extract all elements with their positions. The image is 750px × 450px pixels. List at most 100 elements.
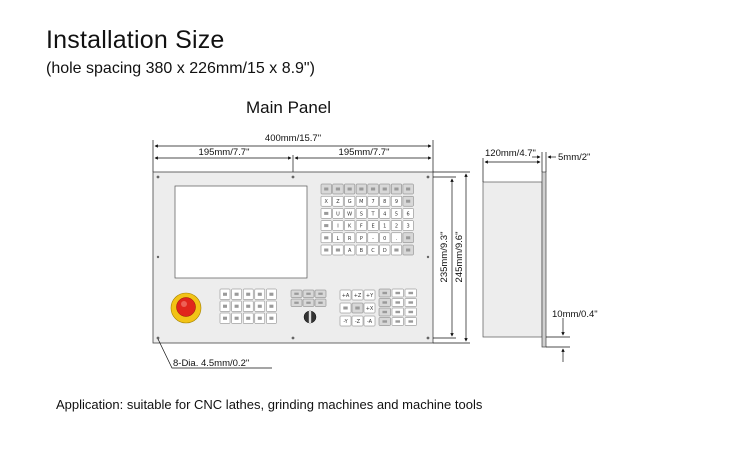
- panel-key-label: U: [336, 211, 340, 217]
- panel-key[interactable]: [379, 195, 391, 207]
- key-symbol-icon: [257, 292, 262, 296]
- panel-key[interactable]: [344, 232, 356, 244]
- panel-key[interactable]: [379, 220, 391, 231]
- panel-key[interactable]: [355, 220, 367, 231]
- panel-key-label: -A: [367, 319, 373, 325]
- panel-key-label: R: [348, 236, 352, 242]
- key-symbol-icon: [395, 320, 401, 323]
- panel-key[interactable]: [332, 208, 344, 219]
- key-symbol-icon: [408, 301, 414, 304]
- panel-key-label: L: [337, 236, 340, 242]
- key-symbol-icon: [408, 310, 414, 314]
- panel-key-label: 8: [383, 199, 386, 205]
- key-symbol-icon: [294, 292, 299, 295]
- panel-key[interactable]: [339, 315, 352, 327]
- top-dimensions: [152, 140, 434, 172]
- panel-key-label: C: [371, 248, 375, 254]
- panel-key[interactable]: [367, 244, 379, 256]
- side-view: 120mm/4.7" 5mm/2" 10mm/0.4": [482, 148, 598, 362]
- panel-key[interactable]: [355, 208, 367, 219]
- panel-key[interactable]: [402, 208, 414, 219]
- key-symbol-icon: [355, 306, 360, 310]
- emergency-stop-button: [170, 292, 202, 324]
- main-panel-title: Main Panel: [246, 98, 332, 117]
- key-symbol-icon: [324, 211, 329, 215]
- panel-key-label: -Y: [343, 319, 348, 325]
- mounting-hole: [291, 336, 295, 340]
- panel-key[interactable]: [379, 244, 391, 256]
- key-symbol-icon: [294, 301, 299, 304]
- panel-key[interactable]: [379, 208, 391, 219]
- panel-key[interactable]: [363, 315, 376, 327]
- panel-key[interactable]: [363, 302, 376, 314]
- panel-key[interactable]: [355, 195, 367, 207]
- panel-key-label: 4: [383, 211, 386, 217]
- key-symbol-icon: [246, 292, 251, 296]
- key-symbol-icon: [223, 292, 227, 296]
- dim-total-width: 400mm/15.7": [265, 133, 321, 144]
- panel-key-label: .: [396, 236, 398, 242]
- panel-key[interactable]: [390, 208, 402, 219]
- panel-key[interactable]: [339, 289, 352, 301]
- panel-key[interactable]: [355, 244, 367, 256]
- page-subtitle: (hole spacing 380 x 226mm/15 x 8.9"): [46, 60, 315, 77]
- panel-key-label: -Z: [355, 319, 361, 325]
- panel-key[interactable]: [355, 232, 367, 244]
- panel-key[interactable]: [402, 220, 414, 231]
- panel-key-label: 0: [383, 236, 386, 242]
- dim-half-left: 195mm/7.7": [199, 147, 250, 158]
- panel-key-label: 7: [371, 199, 374, 205]
- panel-key[interactable]: [344, 244, 356, 256]
- panel-key-label: K: [348, 224, 352, 230]
- key-symbol-icon: [324, 248, 329, 252]
- dim-inner-height: 235mm/9.3": [439, 232, 450, 283]
- mounting-hole: [156, 175, 160, 179]
- key-symbol-icon: [318, 292, 323, 295]
- panel-key[interactable]: [390, 232, 402, 244]
- panel-key-label: 5: [395, 211, 398, 217]
- dim-flange: 5mm/2": [558, 152, 590, 163]
- panel-key[interactable]: [320, 195, 332, 207]
- key-symbol-icon: [406, 199, 411, 203]
- panel-key[interactable]: [344, 208, 356, 219]
- key-symbol-icon: [343, 306, 348, 310]
- panel-key[interactable]: [332, 220, 344, 231]
- panel-key[interactable]: [332, 195, 344, 207]
- panel-key[interactable]: [363, 289, 376, 301]
- panel-key-label: M: [359, 199, 363, 205]
- panel-key[interactable]: [390, 220, 402, 231]
- panel-key[interactable]: [367, 195, 379, 207]
- key-symbol-icon: [406, 248, 411, 252]
- panel-key[interactable]: [379, 232, 391, 244]
- key-symbol-icon: [234, 316, 239, 320]
- key-symbol-icon: [335, 187, 341, 191]
- panel-key-label: 3: [407, 224, 410, 230]
- dim-depth: 120mm/4.7": [485, 148, 536, 159]
- panel-key[interactable]: [351, 289, 364, 301]
- dim-half-right: 195mm/7.7": [339, 147, 390, 158]
- panel-key-label: 1: [383, 224, 386, 230]
- panel-key-label: B: [360, 248, 364, 254]
- key-symbol-icon: [223, 316, 227, 320]
- panel-key[interactable]: [344, 195, 356, 207]
- panel-key-label: E: [371, 224, 374, 230]
- mounting-hole: [426, 255, 430, 259]
- panel-key[interactable]: [390, 195, 402, 207]
- key-symbol-icon: [324, 187, 329, 191]
- panel-key[interactable]: [344, 220, 356, 231]
- key-symbol-icon: [382, 301, 388, 304]
- panel-key-label: P: [360, 236, 363, 242]
- panel-key[interactable]: [351, 315, 364, 327]
- panel-key-label: Z: [336, 199, 340, 205]
- panel-key[interactable]: [367, 220, 379, 231]
- panel-key[interactable]: [367, 232, 379, 244]
- side-view-flange: [541, 171, 547, 348]
- panel-key[interactable]: [367, 208, 379, 219]
- key-symbol-icon: [406, 187, 411, 191]
- rotary-selector-knob: [303, 310, 317, 324]
- key-symbol-icon: [257, 316, 262, 320]
- vertical-dimensions: [433, 171, 470, 344]
- panel-key[interactable]: [332, 232, 344, 244]
- key-symbol-icon: [234, 304, 239, 308]
